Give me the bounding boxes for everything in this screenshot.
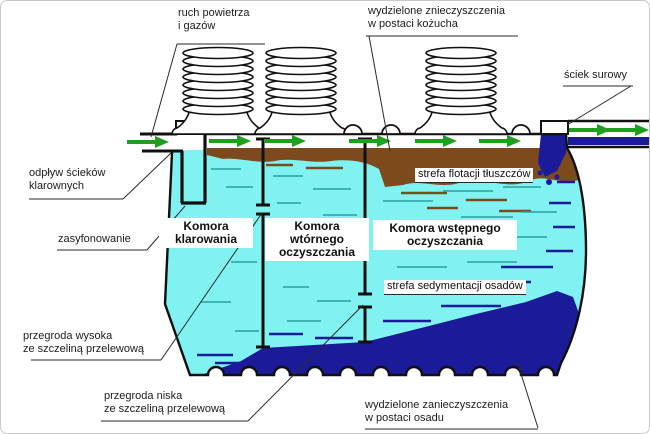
label-chamber-primary: Komora wstępnego oczyszczania [373,220,517,250]
label-clarified-outflow: odpływ ścieków klarownych [29,167,106,192]
leader-lines [29,35,633,430]
tank-shell [163,132,588,377]
label-low-baffle: przegroda niska ze szczeliną przelewową [104,390,226,415]
lid-bumps [343,124,531,135]
label-air-movement: ruch powietrza i gazów [178,7,250,32]
high-baffle [256,137,270,349]
label-sludge-deposit: wydzielone zanieczyszczenia w postaci os… [365,399,509,424]
label-sediment-zone: strefa sedymentacji osadów [384,280,526,295]
label-raw-sewage: ściek surowy [564,69,627,81]
label-chamber-clarification: Komora klarowania [159,218,253,248]
gas-outflow-arrow [567,122,613,138]
label-fat-flotation-zone: strefa flotacji tłuszczów [415,168,534,183]
raw-sewage-stream [568,137,649,145]
inlet-splash [537,134,566,185]
label-high-baffle: przegroda wysoka ze szczeliną przelewową [23,330,145,355]
inlet-pipe [540,119,649,149]
gas-outflow-arrow [605,122,649,138]
tank-contents [165,134,586,375]
label-chamber-secondary: Komora wtórnego oczyszczania [265,218,369,261]
label-siphon: zasyfonowanie [58,233,131,245]
label-scum-layer: wydzielone znieczyszczenia w postaci koż… [368,5,505,30]
